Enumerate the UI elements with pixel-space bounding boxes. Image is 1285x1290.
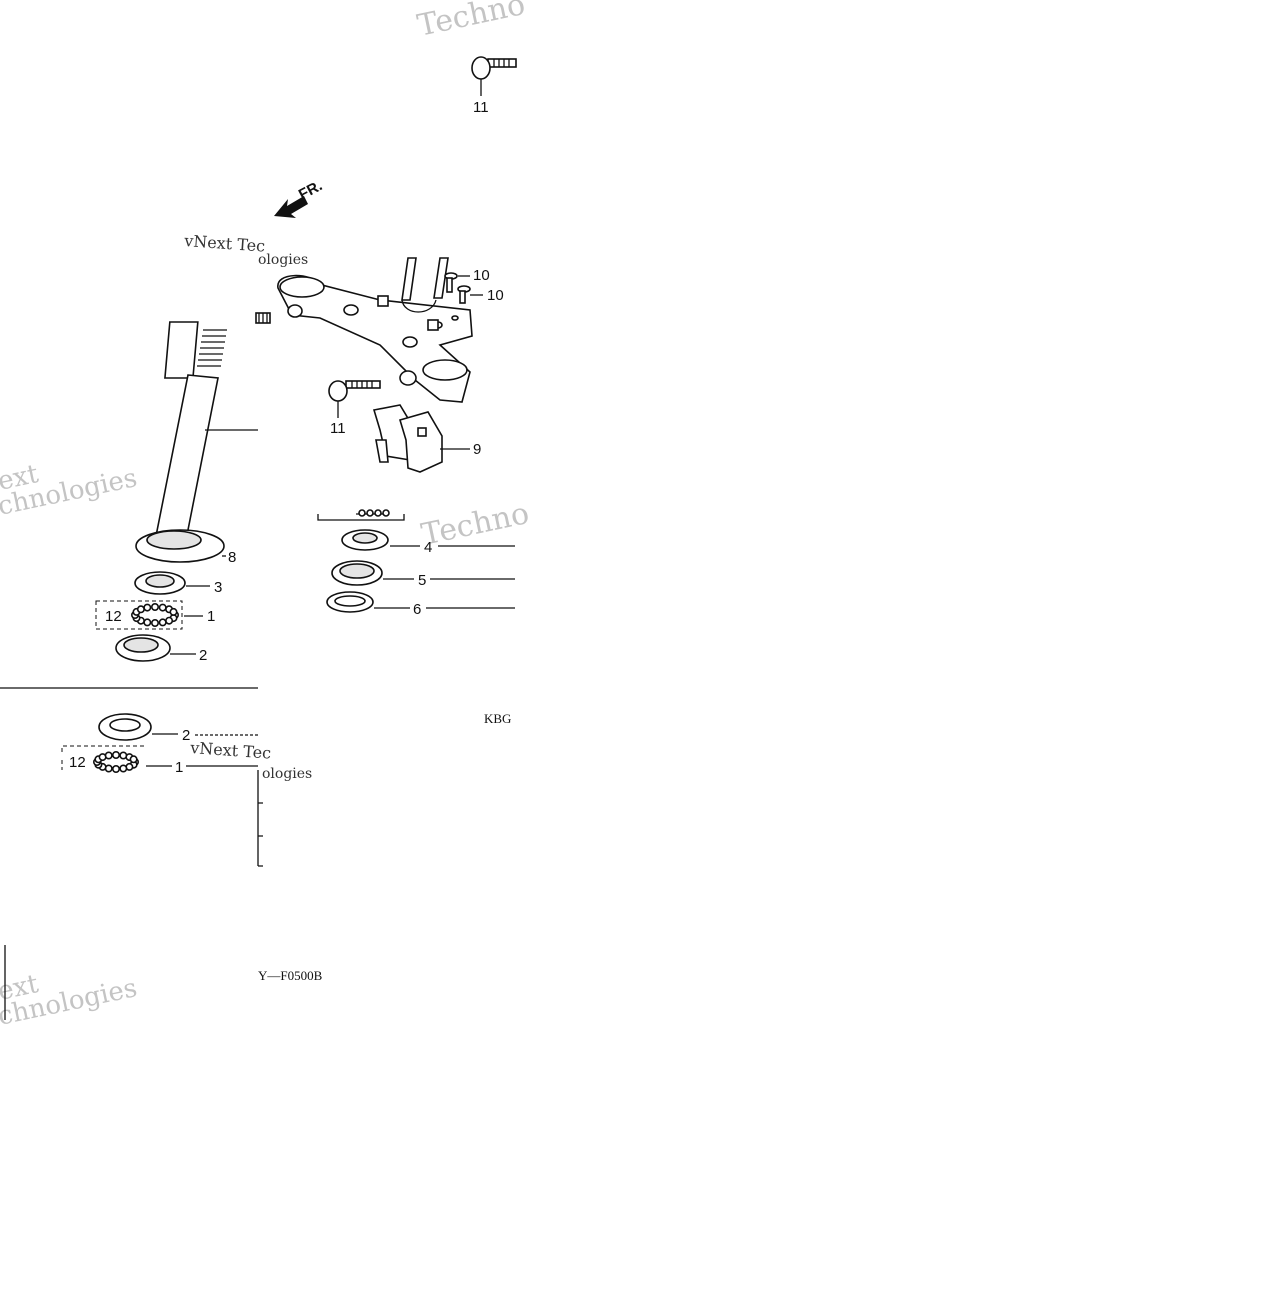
steel-ball <box>129 755 138 764</box>
top-bridge <box>255 257 473 403</box>
direction-arrow-icon: FR. <box>274 177 325 218</box>
callout-10-lower: 10 <box>487 287 504 304</box>
callout-12-lower: 12 <box>69 754 86 771</box>
dust-seal-5 <box>331 560 515 586</box>
steel-ball <box>104 751 113 760</box>
steel-ball <box>136 605 145 614</box>
stem-nut-8 <box>135 529 226 563</box>
watermark-2: vNext Tec <box>183 231 266 256</box>
steel-ball <box>143 618 152 627</box>
watermark-7: vNext Tec <box>189 738 272 763</box>
screw-10-upper <box>444 272 470 293</box>
steel-balls-upper <box>95 600 203 630</box>
ball-race-2-upper <box>115 634 196 662</box>
bolt-11-top <box>471 56 517 96</box>
callout-2-lower: 2 <box>182 727 190 744</box>
callout-6: 6 <box>413 601 421 618</box>
cone-race-4 <box>341 529 515 551</box>
steel-ball <box>151 618 160 627</box>
watermark-1: Techno <box>414 0 528 44</box>
steel-ball <box>143 603 152 612</box>
watermark-3: ologies <box>258 252 308 268</box>
callout-12-upper: 12 <box>105 608 122 625</box>
callout-8: 8 <box>228 549 236 566</box>
cone-race-3 <box>134 571 210 595</box>
washer-6 <box>326 591 515 613</box>
callout-2-upper: 2 <box>199 647 207 664</box>
steel-ball <box>158 603 167 612</box>
callout-11-top: 11 <box>473 99 489 116</box>
steel-ball <box>112 764 121 773</box>
ignition-switch <box>372 404 470 473</box>
screw-10-lower <box>457 285 483 304</box>
ball-race-2-lower <box>98 713 258 741</box>
steel-balls-lower <box>61 745 258 773</box>
balls-box-right <box>317 509 405 521</box>
steel-ball <box>165 616 174 625</box>
diagram-code-top: KBG <box>484 711 511 726</box>
callout-5: 5 <box>418 572 426 589</box>
watermark-6: Techno <box>418 496 532 553</box>
callout-1-lower: 1 <box>175 759 183 776</box>
diagram-code-bottom: Y—F0500B <box>258 968 323 983</box>
callout-4: 4 <box>424 539 432 556</box>
steel-ball <box>169 607 178 616</box>
bolt-11-lower <box>328 380 381 418</box>
callout-11-lower: 11 <box>330 420 346 437</box>
steel-ball <box>151 602 160 611</box>
steel-ball <box>158 618 167 627</box>
callout-1-upper: 1 <box>207 608 215 625</box>
steel-ball <box>119 764 128 773</box>
right-bracket-ticks <box>258 802 263 867</box>
callout-9: 9 <box>473 441 481 458</box>
steel-ball <box>112 750 121 759</box>
watermarks: Techno vNext Tec ologies ext chnologies … <box>0 0 532 1032</box>
watermark-8: ologies <box>262 766 312 782</box>
callout-10-upper: 10 <box>473 267 490 284</box>
steering-stem <box>155 321 258 541</box>
callout-3-text: 3 <box>214 579 222 596</box>
